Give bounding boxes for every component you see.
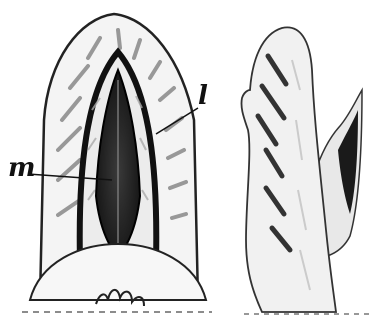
external-view-figure (241, 27, 370, 314)
section-figure (22, 14, 212, 312)
label-l: l (198, 81, 208, 111)
label-m: m (8, 153, 36, 183)
